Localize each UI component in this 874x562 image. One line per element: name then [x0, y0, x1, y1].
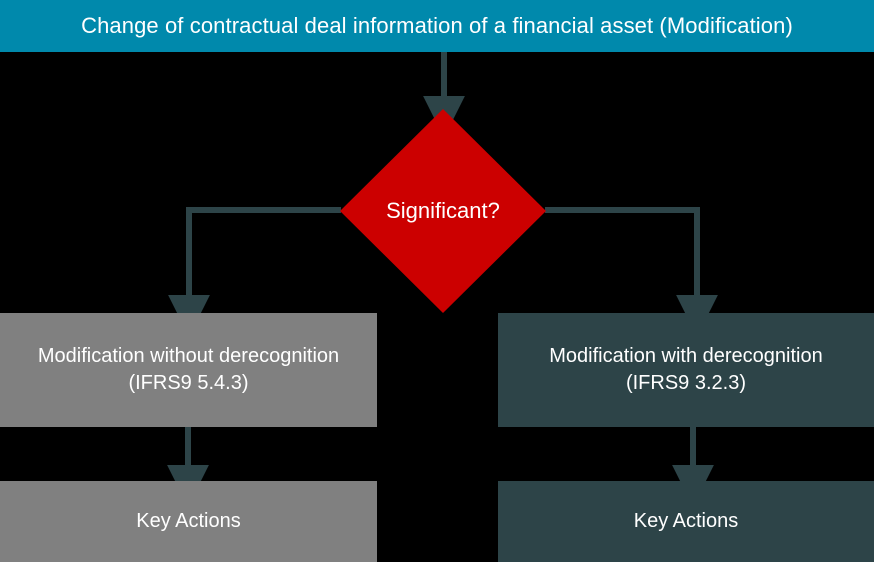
box-left-mid-line1: Modification without derecognition: [37, 345, 340, 367]
box-modification-with-derecognition[interactable]: Modification with derecognition (IFRS9 3…: [498, 313, 874, 427]
header-banner: Change of contractual deal information o…: [0, 0, 874, 52]
page-title: Change of contractual deal information o…: [81, 13, 793, 38]
decision-node-significant[interactable]: Significant?: [340, 109, 546, 313]
box-right-key-actions-label: Key Actions: [633, 510, 739, 532]
connector-decision-to-right-box: [545, 207, 718, 337]
box-right-key-actions[interactable]: Key Actions: [498, 481, 874, 562]
box-left-key-actions[interactable]: Key Actions: [0, 481, 377, 562]
box-right-mid-line1: Modification with derecognition: [549, 345, 823, 367]
box-left-mid-line2: (IFRS9 5.4.3): [128, 372, 249, 394]
box-modification-without-derecognition[interactable]: Modification without derecognition (IFRS…: [0, 313, 377, 427]
connector-decision-to-left-box: [168, 207, 341, 337]
box-right-mid-line2: (IFRS9 3.2.3): [625, 372, 747, 394]
box-left-key-actions-label: Key Actions: [136, 510, 241, 532]
decision-label: Significant?: [386, 198, 500, 223]
